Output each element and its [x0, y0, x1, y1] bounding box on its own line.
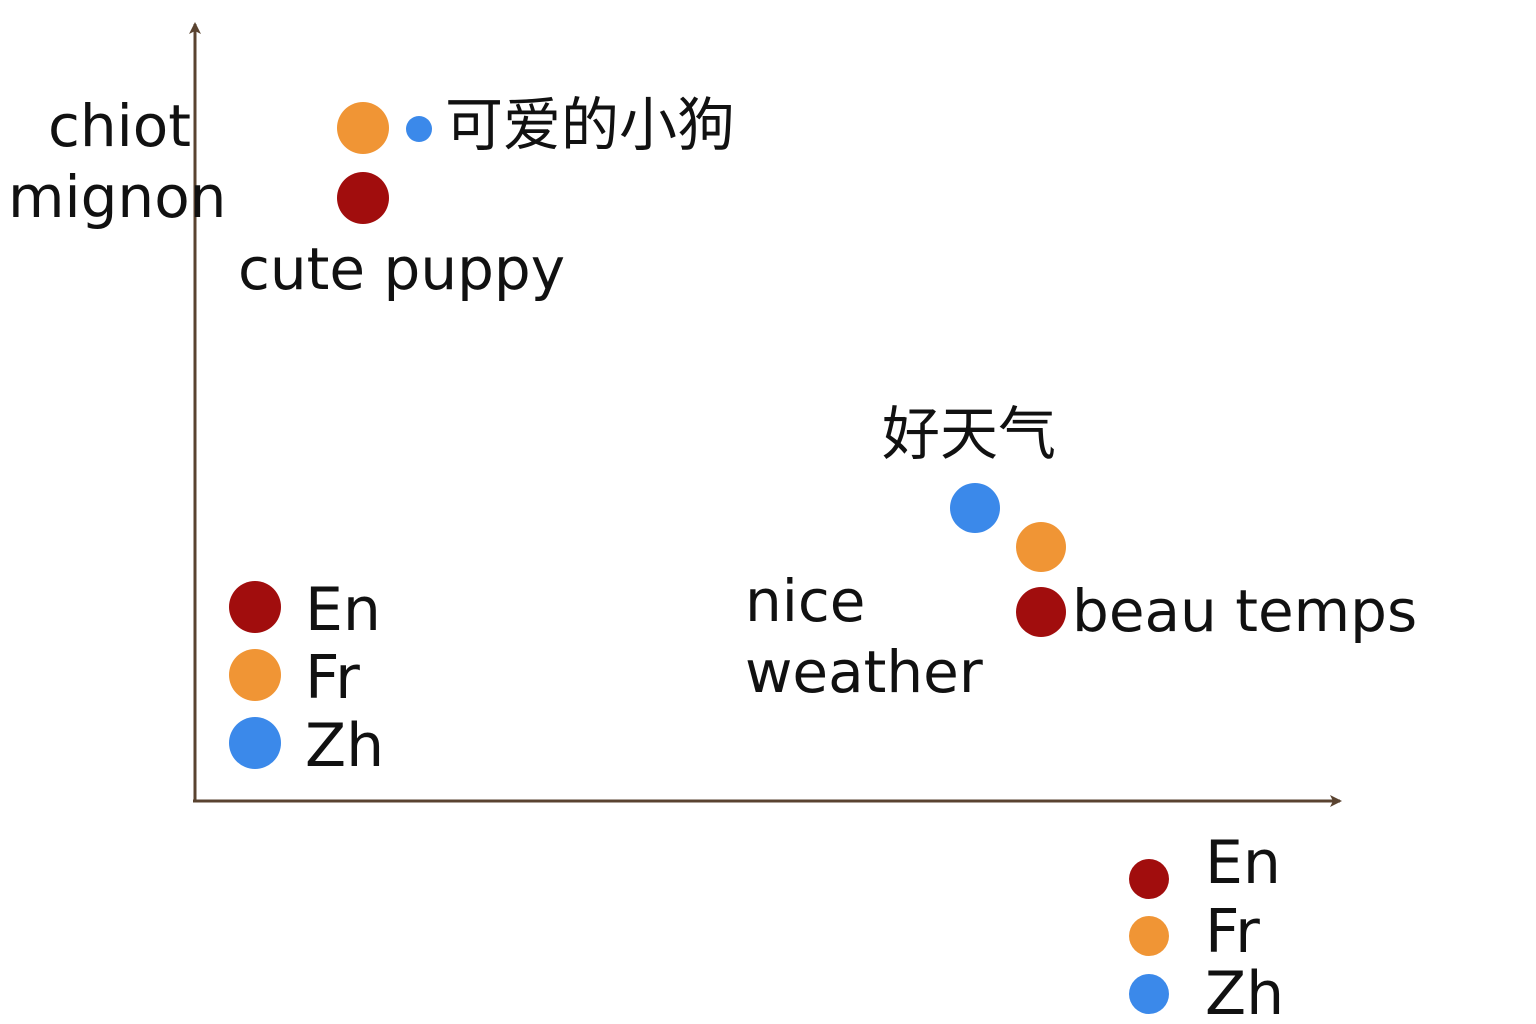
puppy-en-dot — [337, 172, 389, 224]
weather-en-label-line1: nice — [745, 567, 866, 635]
puppy-zh-dot — [406, 116, 432, 142]
legend-outside-fr-label: Fr — [1205, 897, 1260, 967]
weather-fr-dot — [1016, 522, 1066, 572]
weather-en-label-line2: weather — [745, 638, 983, 706]
legend-outside-zh-label: Zh — [1205, 959, 1285, 1024]
weather-zh-dot — [950, 483, 1000, 533]
legend-inside-en-dot — [229, 581, 281, 633]
legend-inside-fr-dot — [229, 649, 281, 701]
weather-en-dot — [1016, 587, 1066, 637]
legend-inside-en-label: En — [305, 575, 381, 645]
weather-fr-label: beau temps — [1072, 577, 1418, 645]
legend-outside-fr-dot — [1129, 916, 1169, 956]
puppy-fr-dot — [337, 102, 389, 154]
puppy-fr-label-line2: mignon — [8, 163, 227, 231]
legend-inside-zh-dot — [229, 717, 281, 769]
legend-outside-en-label: En — [1205, 828, 1281, 898]
legend-outside-zh-dot — [1129, 974, 1169, 1014]
legend-inside-fr-label: Fr — [305, 643, 360, 713]
legend-outside-en-dot — [1129, 859, 1169, 899]
puppy-zh-label: 可爱的小狗 — [445, 91, 736, 159]
weather-zh-label: 好天气 — [882, 400, 1057, 468]
puppy-fr-label-line1: chiot — [48, 92, 191, 160]
puppy-en-label: cute puppy — [238, 235, 566, 303]
legend-inside-zh-label: Zh — [305, 711, 385, 781]
